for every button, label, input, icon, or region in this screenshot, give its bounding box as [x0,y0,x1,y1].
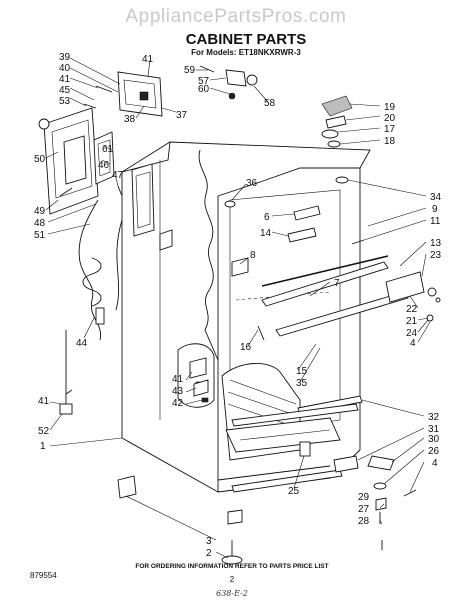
power-cord [78,199,123,341]
callout: 25 [288,486,300,497]
callout: 50 [34,154,46,165]
callout: 42 [172,398,184,409]
hinge-bottom [385,271,441,322]
cross-rails [231,255,409,493]
callouts-center: 6 14 8 7 16 15 35 41 43 42 25 3 2 [172,212,340,559]
hinge-top [117,69,258,117]
callout: 9 [432,204,438,215]
callout: 52 [38,426,50,437]
control-knob [321,95,353,148]
callout: 4 [410,338,416,349]
part-code: 879554 [30,571,57,580]
callout: 51 [34,230,46,241]
callout: 2 [206,548,212,559]
callout: 28 [358,516,370,527]
callout: 57 [198,76,210,87]
callout: 19 [384,102,396,113]
callout: 49 [34,206,46,217]
watermark: AppliancePartsPros.com [125,6,346,27]
callout: 17 [384,124,396,135]
callout: 35 [296,378,308,389]
callout: 39 [59,52,71,63]
callout: 43 [172,386,184,397]
callout: 31 [428,424,440,435]
callout: 27 [358,504,370,515]
callout: 61 [102,144,114,155]
footer-note: FOR ORDERING INFORMATION REFER TO PARTS … [135,563,328,570]
callout: 41 [59,74,71,85]
callout: 6 [264,212,270,223]
callout: 34 [430,192,442,203]
callout: 8 [250,250,256,261]
callout: 48 [34,218,46,229]
handwritten-code: 638-E-2 [216,589,248,598]
callout: 38 [124,114,136,125]
callout: 45 [59,85,71,96]
drain-tube [59,330,73,415]
callout: 23 [430,250,442,261]
callout: 7 [334,278,340,289]
screws [59,65,417,550]
callout: 22 [406,304,418,315]
diagram-title: CABINET PARTS [186,31,307,48]
callout: 13 [430,238,442,249]
leader-lines [45,57,431,559]
callout: 18 [384,136,396,147]
callout: 40 [59,63,71,74]
shelf-supports [231,176,349,277]
callout: 4 [432,458,438,469]
callouts-left: 39 40 41 45 53 50 46 61 47 49 48 51 44 4… [34,52,124,452]
callout: 30 [428,434,440,445]
callout: 32 [428,412,440,423]
callout: 41 [172,374,184,385]
callout: 47 [112,170,124,181]
callout: 59 [184,65,196,76]
callout: 14 [260,228,272,239]
page-number: 2 [230,575,235,584]
callout: 29 [358,492,370,503]
callout: 53 [59,96,71,107]
callout: 3 [206,536,212,547]
callout: 1 [40,441,46,452]
callout: 60 [198,84,210,95]
callouts-top: 41 59 57 60 58 38 37 36 [124,54,276,189]
callout: 58 [264,98,276,109]
callout: 11 [430,216,441,227]
left-bracket [189,357,209,403]
callout: 16 [240,342,252,353]
callout: 41 [142,54,154,65]
callout: 15 [296,366,308,377]
opening-36 [131,163,236,251]
door-frame [38,107,115,215]
callout: 20 [384,113,396,124]
callout: 37 [176,110,188,121]
callout: 44 [76,338,88,349]
callout: 36 [246,178,258,189]
callout: 24 [406,328,418,339]
callout: 26 [428,446,440,457]
callouts-right: 19 20 17 18 34 9 11 13 23 22 21 24 4 32 … [358,102,442,527]
leveling-legs [117,441,395,565]
models-line: For Models: ET18NKXRWR-3 [191,48,301,57]
callout: 46 [98,160,110,171]
callout: 41 [38,396,50,407]
callout: 21 [406,316,418,327]
